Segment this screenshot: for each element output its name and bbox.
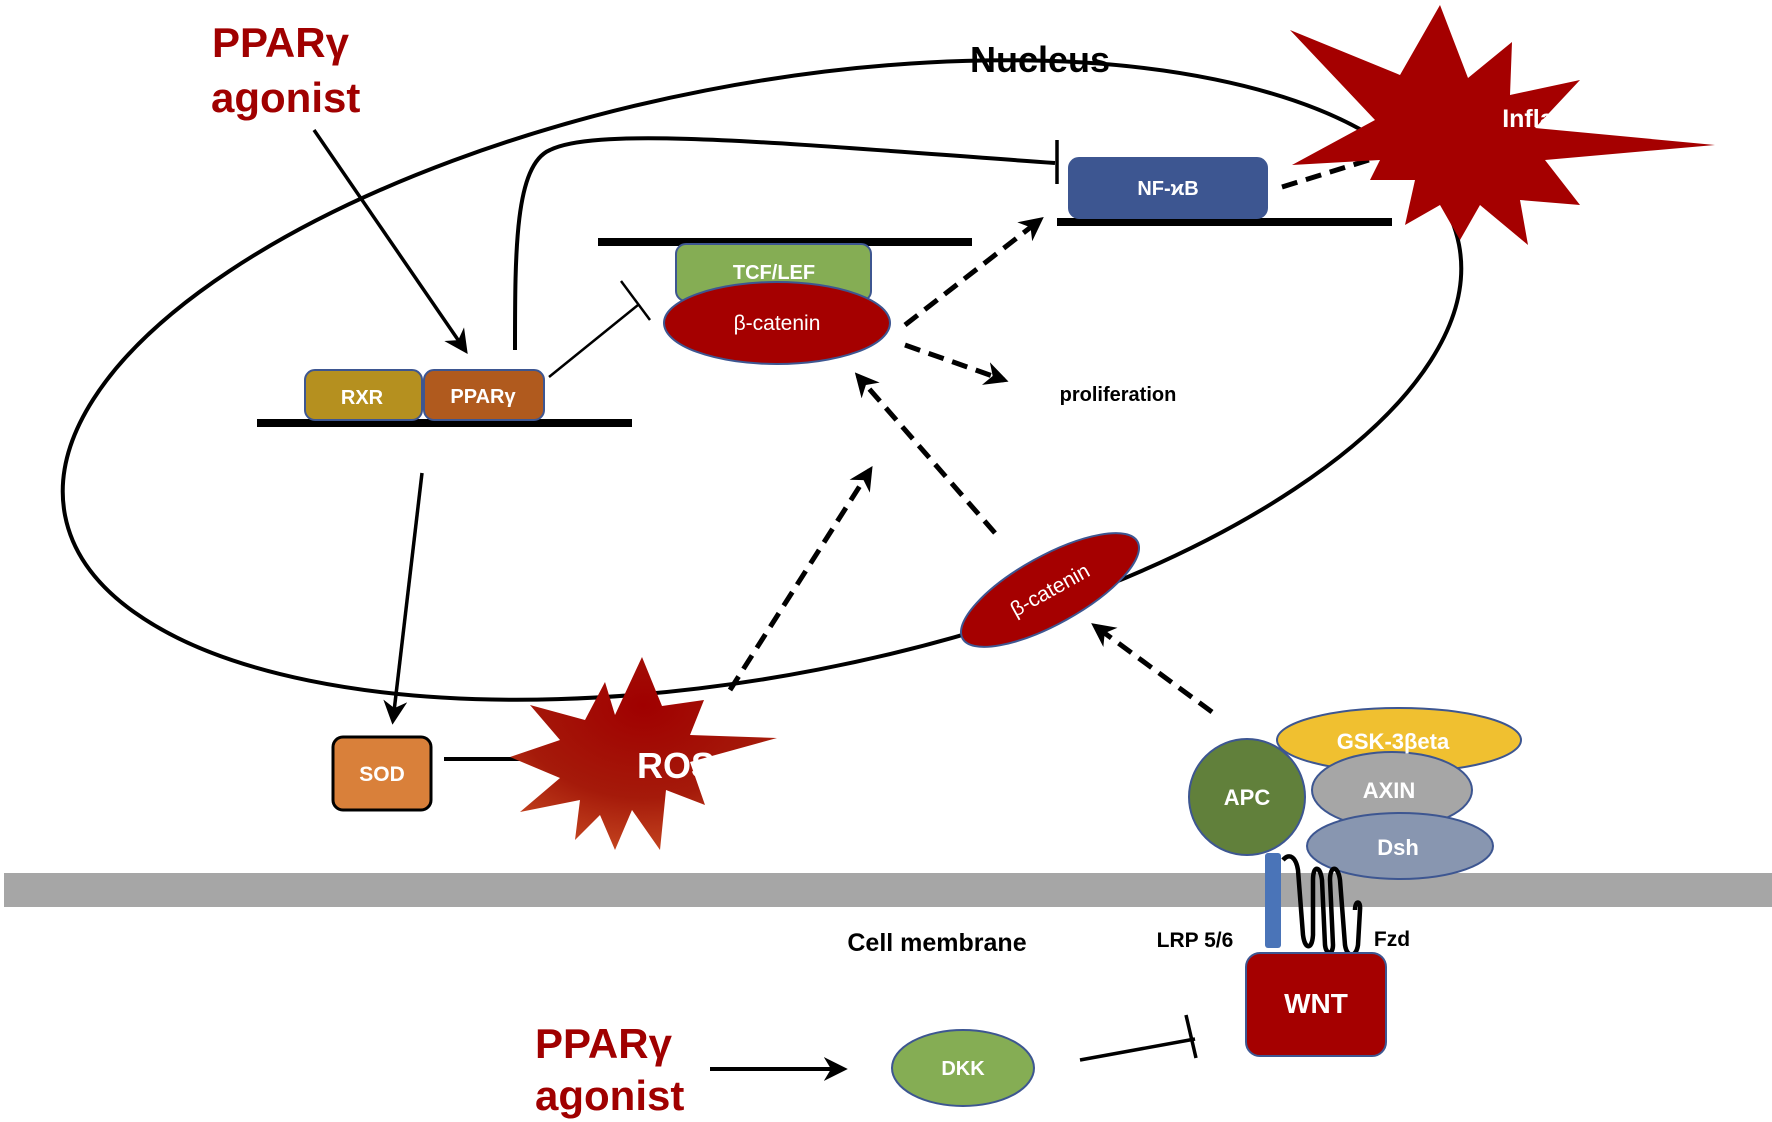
inhibit-ppar-betacatenin: [548, 304, 639, 378]
arrow-complex-to-membrane-betacatenin: [1091, 623, 1214, 715]
agonist-top-line1: PPARγ: [212, 19, 350, 66]
arrow-ros-to-betacatenin: [727, 465, 873, 692]
rxr-box: [304, 369, 423, 421]
fzd-label: Fzd: [1374, 928, 1410, 951]
inhibit-bar-betacatenin: [619, 280, 652, 321]
inhibit-dkk-wnt: [1079, 1037, 1196, 1062]
arrow-betacatenin-to-nfkb: [903, 217, 1044, 327]
apc-label: APC: [1224, 785, 1271, 810]
ros-burst: [510, 657, 777, 850]
axin-label: AXIN: [1363, 778, 1416, 803]
arrow-betacatenin-to-proliferation: [904, 342, 1009, 385]
agonist-top-line2: agonist: [211, 74, 360, 121]
beta-catenin-membrane-shape: [959, 532, 1141, 648]
dkk-shape: [891, 1029, 1035, 1107]
inhibit-bar-wnt: [1184, 1014, 1198, 1059]
nfkb-label: NF-ϰB: [1137, 178, 1198, 200]
wnt-label: WNT: [1284, 988, 1348, 1019]
proliferation-label: proliferation: [1060, 384, 1177, 406]
arrow-agonist-to-ppar: [312, 129, 468, 354]
nucleus-label: Nucleus: [970, 39, 1110, 80]
inflammation-burst: [1290, 5, 1715, 245]
ppar-label: PPARγ: [450, 386, 516, 408]
gsk3b-label: GSK-3βeta: [1337, 729, 1450, 754]
lrp-receptor: [1265, 853, 1281, 948]
beta-catenin-nuclear-shape: [663, 281, 891, 365]
beta-catenin-nuclear-label: β-catenin: [734, 312, 821, 335]
apc-shape: [1188, 738, 1306, 856]
arrow-ppar-to-sod: [383, 472, 424, 725]
rxr-label: RXR: [341, 387, 384, 409]
sod-box: [331, 735, 433, 812]
dkk-label: DKK: [941, 1058, 985, 1080]
cell-membrane-label: Cell membrane: [847, 929, 1026, 957]
nucleus-envelope: [60, 58, 1464, 702]
lrp-label: LRP 5/6: [1157, 929, 1234, 952]
dsh-shape: [1306, 812, 1494, 880]
agonist-bottom-line1: PPARγ: [535, 1020, 673, 1067]
wnt-box: [1245, 952, 1387, 1057]
sod-label: SOD: [359, 763, 405, 786]
agonist-bottom-line2: agonist: [535, 1072, 684, 1119]
ros-label: ROS: [637, 745, 715, 786]
tcf-lef-label: TCF/LEF: [733, 262, 815, 284]
cell-membrane-band: [4, 873, 1772, 907]
nfkb-box: [1068, 157, 1268, 219]
ppar-box: [423, 369, 545, 421]
arrow-membrane-betacatenin-to-nuclear: [854, 372, 997, 535]
dsh-label: Dsh: [1377, 835, 1419, 860]
inhibit-ppar-nfkb: [513, 136, 1056, 351]
inflammation-label: Inflammation: [1502, 105, 1658, 133]
